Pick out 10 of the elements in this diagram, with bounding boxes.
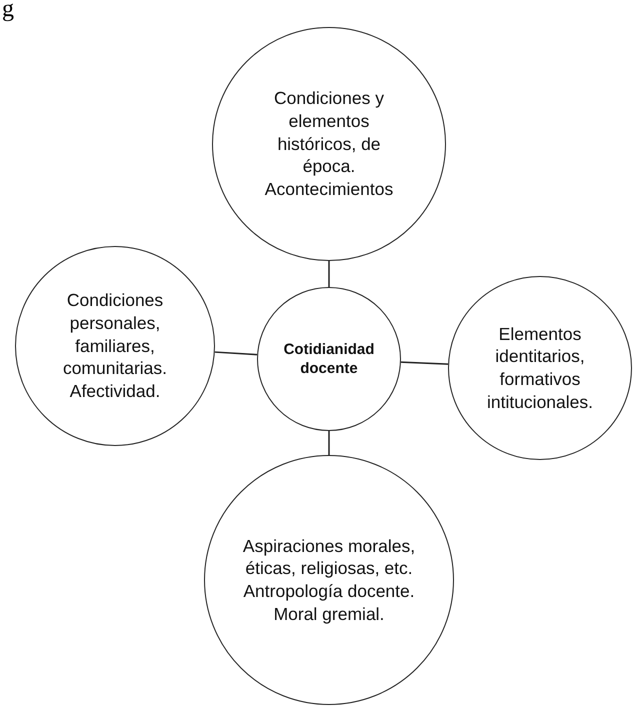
connector-line [400,361,448,365]
node-text: Condiciones y elementos históricos, de época. Acontecimientos [264,87,394,201]
text-fragment: g [2,0,14,23]
node-text: Cotidianidad docente [282,340,376,378]
connector-line [214,351,258,356]
connector-line [328,431,330,455]
node-text: Condiciones personales, familiares, comunitarias. Afectividad. [62,289,168,403]
connector-line [328,261,330,287]
node-text: Elementos identitarios, formativos intitucionales. [486,322,594,414]
node-text: Aspiraciones morales, éticas, religiosas, etc. Antropología docente. Moral gremial. [242,534,416,626]
